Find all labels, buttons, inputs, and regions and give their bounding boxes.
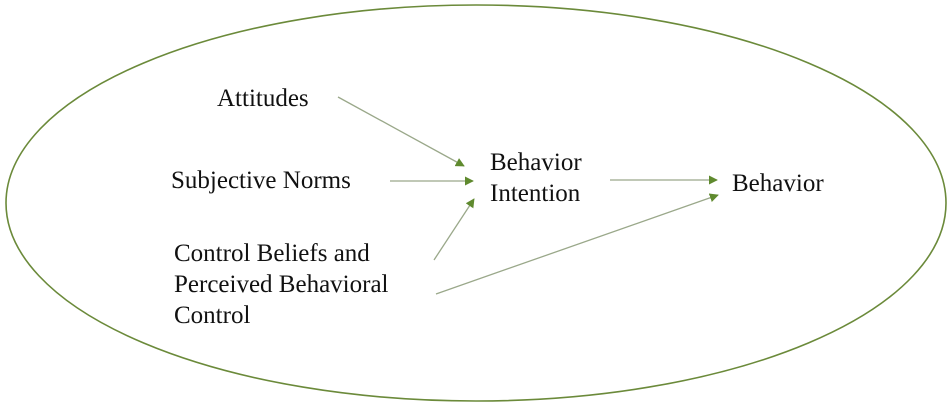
arrow-attitudes-to-intention — [337, 96, 465, 167]
node-subjective-norms-line: Subjective Norms — [171, 167, 351, 194]
node-attitudes: Attitudes — [217, 83, 309, 114]
node-control-beliefs-line-3: Control — [174, 302, 251, 329]
node-control-beliefs: Control Beliefs and Perceived Behavioral… — [174, 238, 389, 331]
node-behavior-line: Behavior — [732, 170, 824, 197]
node-subjective-norms: Subjective Norms — [171, 165, 351, 196]
node-control-beliefs-line-2: Perceived Behavioral — [174, 271, 389, 298]
enclosing-ellipse — [5, 4, 947, 402]
arrow-control-to-behavior — [435, 193, 719, 295]
arrow-control-to-intention — [433, 198, 475, 261]
node-behavior-intention-line-2: Intention — [490, 180, 581, 207]
node-behavior-intention: Behavior Intention — [490, 147, 582, 209]
node-attitudes-line: Attitudes — [217, 85, 309, 112]
node-behavior-intention-line-1: Behavior — [490, 149, 582, 176]
node-behavior: Behavior — [732, 168, 824, 199]
node-control-beliefs-line-1: Control Beliefs and — [174, 240, 370, 267]
